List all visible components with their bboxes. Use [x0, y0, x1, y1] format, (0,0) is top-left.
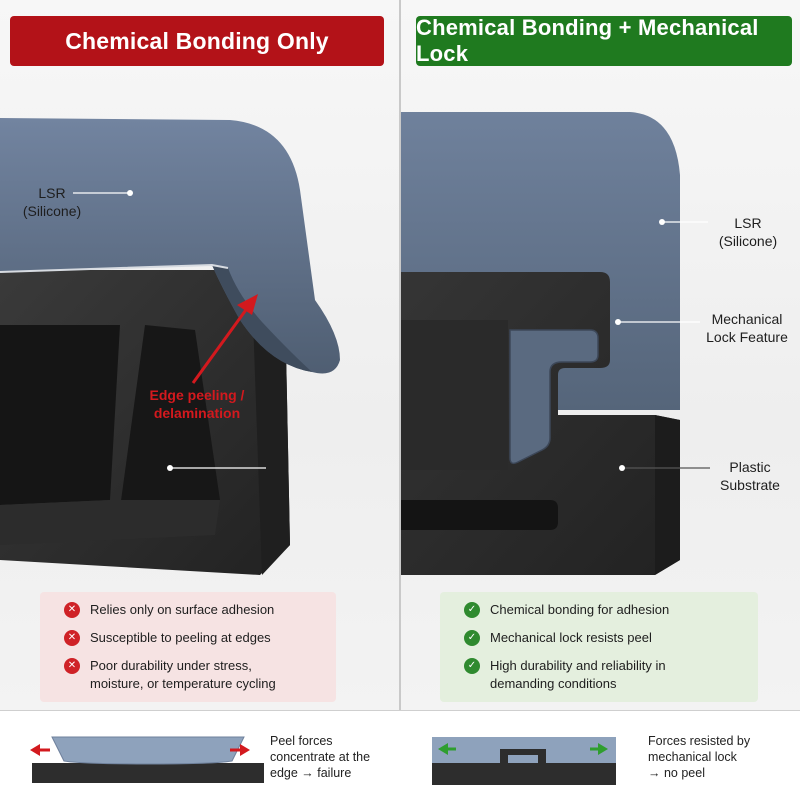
desc-line: concentrate at the: [270, 750, 371, 764]
silicone-cap: [0, 118, 340, 374]
leader-dot-lsr: [659, 219, 665, 225]
desc-line: edge → failure: [270, 766, 352, 780]
list-item: ✓ Mechanical lock resists peel: [464, 629, 746, 647]
schematic-lock-svg: [432, 737, 616, 785]
substrate-side: [655, 415, 680, 575]
leader-dot-substrate: [167, 465, 173, 471]
cavity: [120, 325, 220, 508]
benefits-list: ✓ Chemical bonding for adhesion ✓ Mechan…: [440, 592, 758, 702]
schematic-peel-failure: Peel forces concentrate at the edge → fa…: [0, 711, 400, 800]
peel-description: Peel forces concentrate at the edge → fa…: [270, 733, 396, 781]
title-chemical-mechanical-lock: Chemical Bonding + Mechanical Lock: [416, 15, 792, 66]
item-text: Relies only on surface adhesion: [90, 602, 275, 617]
x-circle-icon: ✕: [64, 602, 80, 618]
list-item: ✕ Poor durability under stress, moisture…: [64, 657, 324, 693]
schematic-no-peel: Forces resisted by mechanical lock → no …: [400, 711, 800, 800]
desc-line: Peel forces: [270, 734, 333, 748]
label-silicone-text: (Silicone): [718, 233, 778, 249]
check-circle-icon: ✓: [464, 658, 480, 674]
desc-line: mechanical lock: [648, 750, 737, 764]
arrow-left-icon: [438, 743, 448, 755]
label-lock-line2: Lock Feature: [706, 329, 788, 345]
leader-dot-lock: [615, 319, 621, 325]
item-text: moisture, or temperature cycling: [90, 676, 276, 691]
item-text: Poor durability under stress,: [90, 658, 252, 673]
x-circle-icon: ✕: [64, 658, 80, 674]
bottom-schematics: Peel forces concentrate at the edge → fa…: [0, 710, 800, 800]
illustration-peeling: [0, 118, 340, 575]
leader-dot-substrate: [619, 465, 625, 471]
schematic-substrate: [32, 763, 264, 783]
channel-left: [400, 320, 508, 470]
channel: [400, 500, 558, 530]
schematic-lock: [500, 749, 546, 763]
label-edge-peeling: Edge peeling / delamination: [136, 386, 258, 422]
label-edge-peeling-line1: Edge peeling /: [149, 387, 245, 403]
arrow-left-icon: [30, 744, 40, 756]
panel-chemical-mechanical-lock: Chemical Bonding + Mechanical Lock: [400, 0, 800, 710]
check-circle-icon: ✓: [464, 630, 480, 646]
lock-feature: [509, 329, 599, 465]
x-circle-icon: ✕: [64, 630, 80, 646]
label-substrate-line2: Substrate: [720, 477, 780, 493]
cavity: [0, 325, 120, 505]
cavity-floor: [0, 500, 220, 545]
arrow-right-icon: [240, 744, 250, 756]
label-lsr-left: LSR (Silicone): [20, 184, 84, 220]
list-item: ✓ Chemical bonding for adhesion: [464, 601, 746, 619]
peel-arrow: [191, 306, 250, 384]
label-substrate-line1: Plastic: [729, 459, 771, 475]
silicone-peel-edge: [212, 265, 312, 372]
label-edge-peeling-line2: delamination: [153, 405, 241, 421]
check-circle-icon: ✓: [464, 602, 480, 618]
list-item: ✕ Relies only on surface adhesion: [64, 601, 324, 619]
item-text: demanding conditions: [490, 676, 617, 691]
list-item: ✓ High durability and reliability in dem…: [464, 657, 746, 693]
title-chemical-bonding-only: Chemical Bonding Only: [10, 16, 384, 66]
panel-chemical-bonding-only: Chemical Bonding Only: [0, 0, 400, 710]
label-lsr-text: LSR: [734, 215, 762, 231]
label-lock-line1: Mechanical: [711, 311, 783, 327]
label-lsr-right: LSR (Silicone): [708, 214, 788, 250]
item-text: Mechanical lock resists peel: [490, 630, 652, 645]
label-silicone-text: (Silicone): [22, 203, 82, 219]
drawbacks-list: ✕ Relies only on surface adhesion ✕ Susc…: [40, 592, 336, 702]
silicone-edge-highlight: [0, 263, 229, 273]
peel-arrow-head: [237, 294, 258, 315]
schematic-silicone: [51, 736, 245, 765]
label-plastic-substrate: Plastic Substrate: [710, 458, 790, 494]
label-lsr-text: LSR: [38, 185, 66, 201]
label-mechanical-lock: Mechanical Lock Feature: [702, 310, 792, 346]
lock-description: Forces resisted by mechanical lock → no …: [648, 733, 796, 781]
item-text: High durability and reliability in: [490, 658, 666, 673]
schematic-substrate: [432, 763, 616, 785]
list-item: ✕ Susceptible to peeling at edges: [64, 629, 324, 647]
desc-line: → no peel: [648, 766, 705, 780]
panel-divider: [399, 0, 401, 800]
desc-line: Forces resisted by: [648, 734, 751, 748]
item-text: Chemical bonding for adhesion: [490, 602, 670, 617]
schematic-peel-svg: [30, 736, 264, 783]
illustration-mechanical-lock: [400, 112, 710, 575]
item-text: Susceptible to peeling at edges: [90, 630, 271, 645]
leader-dot-lsr: [127, 190, 133, 196]
arrow-right-icon: [598, 743, 608, 755]
